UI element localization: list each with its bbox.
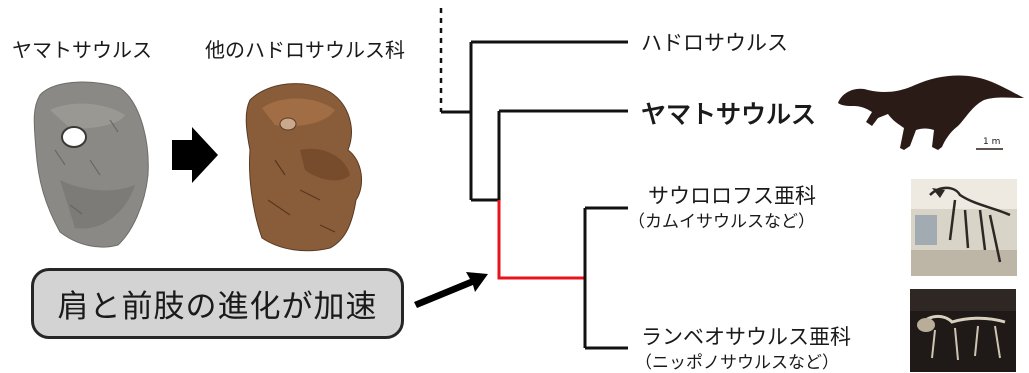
other-hadrosaurid-bone-label: 他のハドロサウルス科 bbox=[205, 38, 405, 62]
nipponosaurus-skeleton-photo bbox=[910, 289, 1016, 372]
taxon-saurolophinae-note: （カムイサウルスなど） bbox=[628, 212, 815, 232]
taxon-lambeosaurinae: ランベオサウルス亜科 bbox=[641, 325, 851, 349]
taxon-saurolophinae: サウロロフス亜科 bbox=[648, 184, 816, 208]
right-arrow-icon bbox=[172, 127, 218, 183]
kamuysaurus-skeleton-photo bbox=[911, 179, 1017, 276]
callout-pointer-arrow bbox=[414, 272, 488, 308]
yamatosaurus-bone-label: ヤマトサウルス bbox=[12, 38, 152, 62]
taxon-hadrosaurus: ハドロサウルス bbox=[641, 31, 788, 55]
yamatosaurus-coracoid-image bbox=[33, 81, 149, 248]
cladogram bbox=[439, 8, 628, 350]
yamatosaurus-silhouette bbox=[838, 75, 1024, 150]
taxon-yamatosaurus: ヤマトサウルス bbox=[641, 100, 817, 129]
scale-label: 1 m bbox=[983, 137, 1001, 147]
callout-text: 肩と前肢の進化が加速 bbox=[57, 289, 378, 325]
hadrosaurid-coracoid-image bbox=[245, 83, 363, 252]
callout-box: 肩と前肢の進化が加速 bbox=[31, 268, 404, 339]
taxon-lambeosaurinae-note: （ニッポノサウルスなど） bbox=[635, 353, 839, 373]
